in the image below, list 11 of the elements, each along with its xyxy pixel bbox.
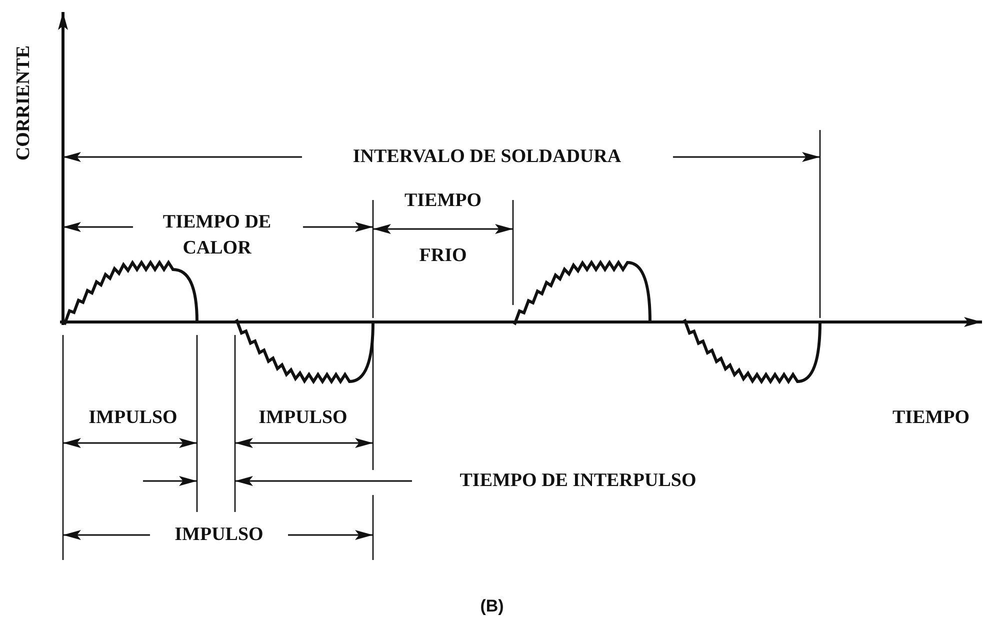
caption: (B)	[480, 596, 504, 618]
dimension-label: IMPULSO	[258, 406, 348, 430]
axis-label: CORRIENTE	[12, 45, 36, 161]
dimension-label: INTERVALO DE SOLDADURA	[352, 145, 622, 170]
dimension-label: TIEMPO	[404, 189, 482, 214]
axis-label: TIEMPO	[892, 406, 970, 430]
dimension-label: FRIO	[419, 244, 467, 268]
dimension-label: TIEMPO DE CALOR	[162, 210, 272, 260]
dimension-label: IMPULSO	[174, 523, 264, 548]
dimension-label: TIEMPO DE INTERPULSO	[460, 469, 696, 494]
dimension-label: IMPULSO	[88, 406, 178, 430]
